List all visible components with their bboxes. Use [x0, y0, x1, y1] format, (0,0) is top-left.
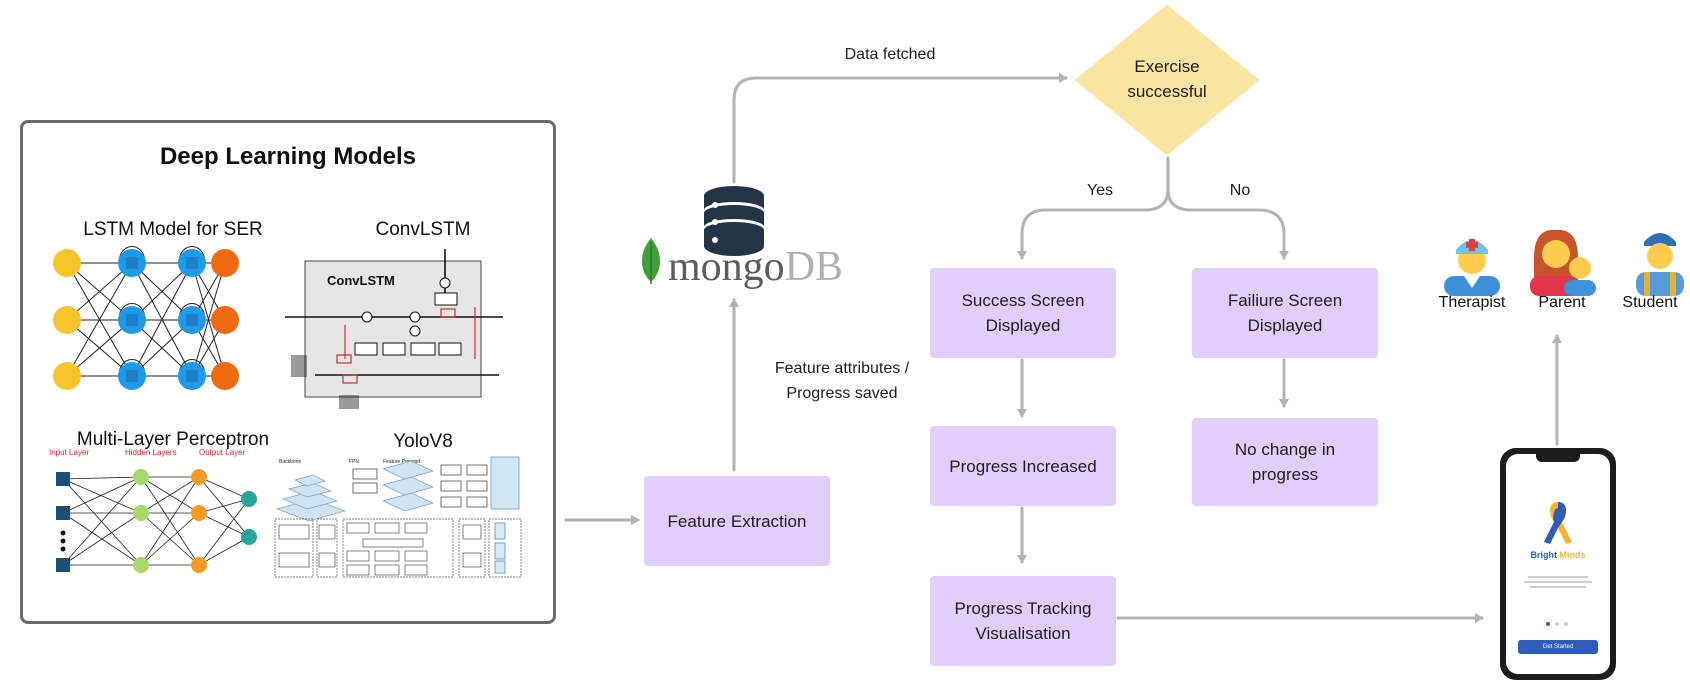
role-label-therapist: Therapist — [1438, 294, 1506, 311]
no-change-box: No change in progress — [1192, 418, 1378, 506]
panel-title: Deep Learning Models — [159, 143, 417, 170]
app-name-part-a: Bright — [1530, 550, 1560, 560]
mlp-node — [191, 557, 207, 573]
convlstm-inner-label: ConvLSTM — [327, 273, 395, 288]
mlp-node — [56, 558, 70, 572]
lstm-node — [211, 249, 239, 277]
progress-tracking-box: Progress Tracking Visualisation — [930, 576, 1116, 666]
yolov8-diagram: Backbone FPN Feature Pyramid — [274, 456, 522, 578]
mlp-node — [133, 469, 149, 485]
role-label-parent: Parent — [1538, 294, 1586, 311]
mongodb-logo-suffix: DB — [784, 244, 844, 290]
get-started-button[interactable]: Get Started — [1518, 640, 1598, 654]
mlp-node — [191, 505, 207, 521]
phone-screen: Bright Minds Get Started — [1506, 454, 1610, 674]
database-icon — [704, 186, 764, 256]
decision-diamond — [1075, 5, 1259, 155]
phone-mockup: Bright Minds Get Started — [1500, 448, 1616, 680]
app-tagline-line — [1528, 576, 1588, 578]
mlp-node — [241, 529, 257, 545]
arrow-db-to-decision — [732, 73, 1068, 184]
decision-label: Exercise successful — [1127, 57, 1207, 101]
mlp-node — [191, 469, 207, 485]
yolo-backbone-label: Backbone — [279, 459, 301, 465]
lstm-node — [53, 362, 81, 390]
pager-dots — [1546, 622, 1570, 626]
mlp-node — [133, 505, 149, 521]
parent-icon — [1530, 229, 1596, 296]
mongodb-logo: mongoDB — [668, 244, 843, 290]
mlp-hidden-label: Hidden Layers — [125, 448, 177, 457]
app-tagline-line — [1524, 581, 1592, 583]
mlp-node — [56, 506, 70, 520]
model-title-yolo: YoloV8 — [393, 431, 453, 452]
mongodb-leaf-icon — [641, 238, 661, 284]
mlp-output-label: Output Layer — [199, 448, 246, 457]
lstm-node — [211, 306, 239, 334]
edge-label-feature-saved: Feature attributes / Progress saved — [774, 360, 910, 402]
progress-increased-box: Progress Increased — [930, 426, 1116, 506]
lstm-node — [53, 249, 81, 277]
convlstm-diagram: ConvLSTM — [285, 249, 503, 409]
mongodb-logo-prefix: mongo — [668, 244, 785, 290]
student-icon — [1636, 233, 1684, 296]
model-title-lstm: LSTM Model for SER — [83, 219, 263, 240]
app-tagline-line — [1530, 586, 1586, 588]
edge-label-no: No — [1229, 182, 1251, 199]
arrow-decision-yes — [1017, 156, 1170, 260]
app-name: Bright Minds — [1506, 550, 1610, 560]
mlp-diagram: Input Layer Hidden Layers Output Layer — [49, 448, 257, 573]
mlp-node — [56, 472, 70, 486]
lstm-node — [211, 362, 239, 390]
success-screen-box: Success Screen Displayed — [930, 268, 1116, 358]
model-title-mlp: Multi-Layer Perceptron — [76, 429, 270, 450]
deep-learning-panel: Deep Learning Models LSTM Model for SER … — [20, 120, 556, 624]
lstm-network-diagram — [53, 246, 239, 390]
role-label-student: Student — [1622, 294, 1678, 311]
app-name-part-b: Minds — [1559, 550, 1586, 560]
yolo-fpn-label: FPN — [349, 459, 359, 465]
edge-label-yes: Yes — [1086, 182, 1114, 199]
arrow-decision-no — [1166, 188, 1289, 260]
model-title-convlstm: ConvLSTM — [375, 219, 471, 240]
yolo-pyramid-label: Feature Pyramid — [383, 459, 420, 465]
mlp-node — [241, 491, 257, 507]
lstm-node — [53, 306, 81, 334]
therapist-icon — [1444, 239, 1500, 296]
edge-label-data-fetched: Data fetched — [844, 46, 936, 63]
mlp-input-label: Input Layer — [49, 448, 89, 457]
failure-screen-box: Failiure Screen Displayed — [1192, 268, 1378, 358]
ribbon-logo-icon — [1544, 502, 1572, 544]
feature-extraction-box: Feature Extraction — [644, 476, 830, 566]
mlp-node — [133, 557, 149, 573]
phone-notch — [1536, 454, 1580, 462]
